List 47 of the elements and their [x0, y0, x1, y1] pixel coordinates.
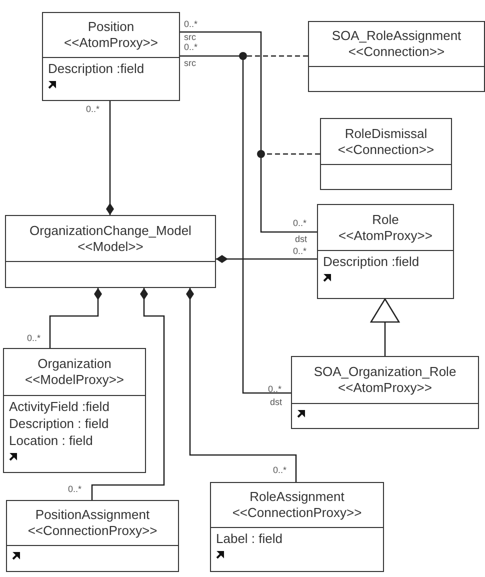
class-box	[5, 215, 216, 288]
attribute-text: Label : field	[216, 530, 282, 547]
class-name: SOA_RoleAssignment <<Connection>>	[332, 28, 462, 60]
class-name: PositionAssignment <<ConnectionProxy>>	[28, 507, 158, 539]
role-label: dst	[295, 234, 308, 244]
multiplicity-label: 0..*	[293, 246, 307, 256]
role-label: src	[184, 58, 196, 68]
multiplicity-label: 0..*	[86, 104, 100, 114]
attribute-text: Location : field	[9, 432, 93, 449]
association-class-link	[257, 150, 320, 158]
role-label: src	[184, 32, 196, 42]
association-line	[180, 31, 317, 233]
association-class-link	[239, 52, 308, 60]
class-box	[308, 21, 485, 92]
multiplicity-label: 0..*	[268, 384, 282, 394]
role-label: dst	[270, 397, 282, 407]
multiplicity-label: 0..*	[27, 333, 41, 343]
class-name: RoleDismissal <<Connection>>	[338, 126, 434, 158]
composition-line	[49, 288, 102, 348]
class-box	[6, 500, 179, 572]
class-name: RoleAssignment <<ConnectionProxy>>	[232, 489, 362, 521]
class-box	[3, 348, 146, 473]
class-box	[42, 12, 180, 101]
association-line	[180, 55, 291, 394]
composition-line	[216, 255, 317, 263]
multiplicity-label: 0..*	[184, 19, 198, 29]
class-name: Position <<AtomProxy>>	[64, 19, 158, 51]
attribute-text: Description :field	[48, 60, 144, 77]
class-box	[320, 118, 452, 190]
attribute-text: Description : field	[9, 415, 109, 432]
class-box	[291, 356, 479, 429]
generalization-arrow	[370, 298, 400, 356]
class-box	[210, 482, 384, 572]
multiplicity-label: 0..*	[184, 42, 198, 52]
composition-line	[91, 288, 165, 500]
composition-line	[106, 101, 114, 215]
attribute-text: ActivityField :field	[9, 398, 110, 415]
class-box	[317, 204, 454, 299]
class-name: Organization <<ModelProxy>>	[25, 356, 124, 388]
multiplicity-label: 0..*	[273, 465, 287, 475]
multiplicity-label: 0..*	[68, 484, 82, 494]
multiplicity-label: 0..*	[293, 218, 307, 228]
composition-line	[186, 288, 297, 482]
class-name: Role <<AtomProxy>>	[338, 212, 432, 244]
class-name: SOA_Organization_Role <<AtomProxy>>	[314, 364, 456, 396]
class-name: OrganizationChange_Model <<Model>>	[30, 222, 192, 254]
attribute-text: Description :field	[323, 253, 420, 270]
